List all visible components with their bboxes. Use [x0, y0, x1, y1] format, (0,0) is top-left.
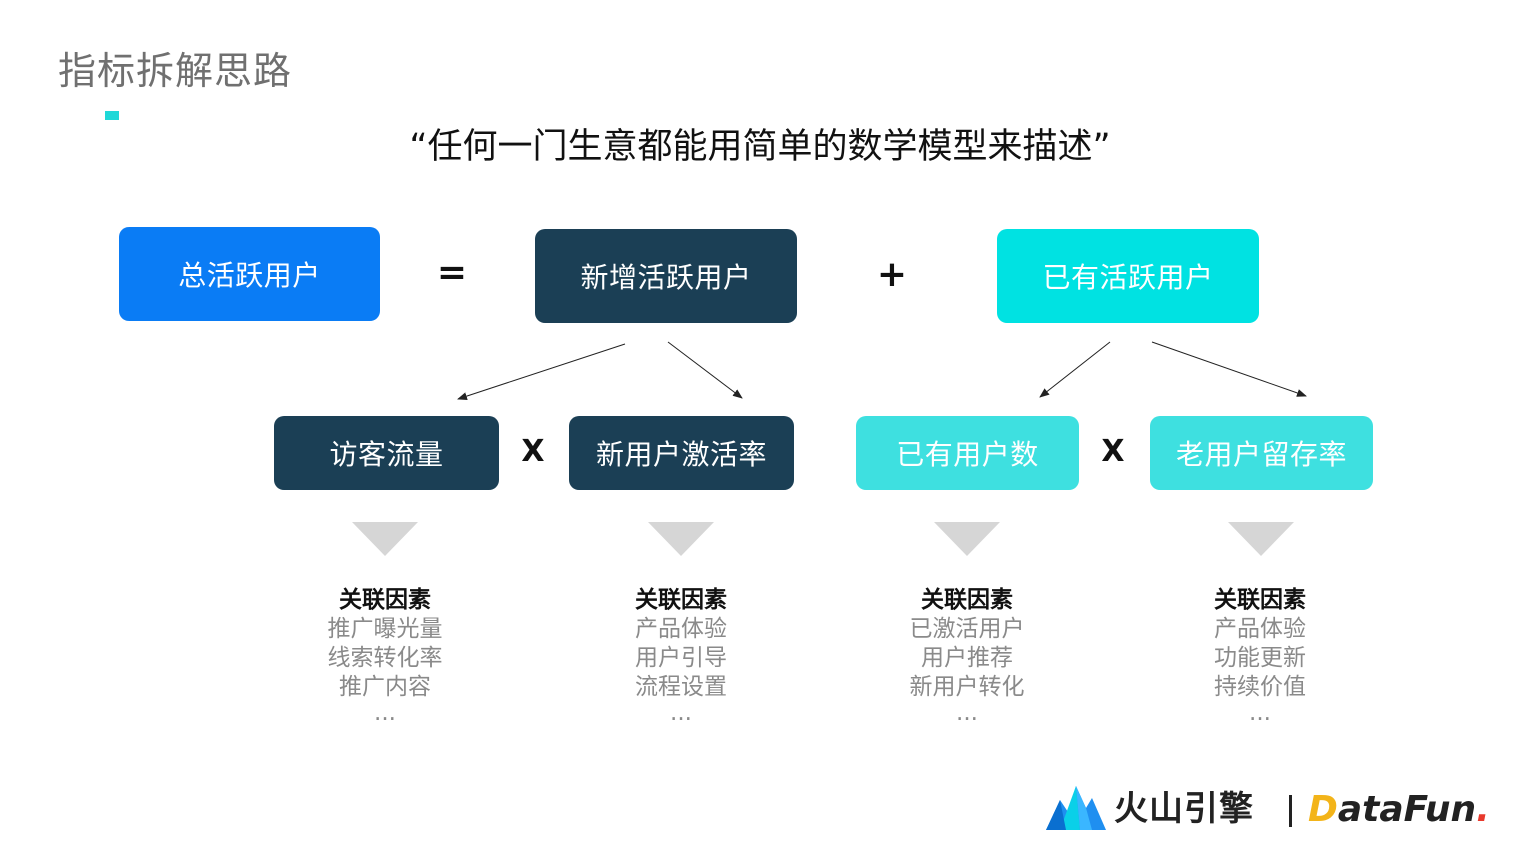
activation-rate-box: 新用户激活率: [569, 416, 794, 490]
activation-rate-label: 新用户激活率: [595, 438, 767, 471]
logo-separator: [1289, 795, 1292, 827]
datafun-logo-dot: .: [1476, 788, 1490, 830]
visitors-label: 访客流量: [329, 438, 444, 471]
factor-more: ...: [1249, 700, 1271, 726]
existing-users-label: 已有用户数: [896, 438, 1039, 471]
factor-item: 推广内容: [339, 674, 431, 700]
existing-users-box: 已有用户数: [856, 416, 1079, 490]
factor-item: 线索转化率: [327, 645, 443, 671]
factor-heading: 关联因素: [921, 587, 1013, 613]
volcano-mountain-icon: [1046, 786, 1106, 830]
factor-more: ...: [374, 700, 396, 726]
down-triangle-icon: [934, 522, 1000, 556]
factor-item: 产品体验: [1214, 616, 1306, 642]
factor-item: 持续价值: [1214, 674, 1306, 700]
equals-sign: =: [436, 252, 468, 293]
total-active-users-label: 总活跃用户: [178, 259, 321, 292]
factor-item: 推广曝光量: [327, 616, 443, 642]
existing-active-users-box: 已有活跃用户: [997, 229, 1259, 323]
factor-item: 用户推荐: [921, 645, 1013, 671]
arrow-to-activation-rate: [667, 341, 743, 399]
factor-list-activation: 关联因素 产品体验 用户引导 流程设置 ...: [581, 586, 781, 726]
factor-item: 已激活用户: [909, 616, 1025, 642]
times-sign-right: X: [1101, 434, 1125, 469]
datafun-logo: DataFun.: [1308, 784, 1490, 834]
plus-sign: +: [876, 254, 908, 295]
retention-rate-label: 老用户留存率: [1175, 438, 1347, 471]
times-sign-left: X: [521, 434, 545, 469]
volcengine-logo: 火山引擎: [1046, 778, 1254, 832]
accent-bar: [105, 111, 119, 120]
arrow-to-existing-users: [1039, 341, 1111, 398]
factor-more: ...: [670, 700, 692, 726]
factor-item: 新用户转化: [909, 674, 1025, 700]
new-active-users-label: 新增活跃用户: [580, 261, 752, 294]
datafun-logo-initial: D: [1308, 788, 1338, 830]
factor-list-retention: 关联因素 产品体验 功能更新 持续价值 ...: [1160, 586, 1360, 726]
total-active-users-box: 总活跃用户: [119, 227, 380, 321]
factor-item: 功能更新: [1214, 645, 1306, 671]
factor-list-existing-users: 关联因素 已激活用户 用户推荐 新用户转化 ...: [867, 586, 1067, 726]
factor-item: 用户引导: [635, 645, 727, 671]
down-triangle-icon: [648, 522, 714, 556]
down-triangle-icon: [352, 522, 418, 556]
datafun-logo-rest: ataFun: [1337, 788, 1477, 830]
arrow-to-visitors: [457, 343, 626, 400]
factor-more: ...: [956, 700, 978, 726]
down-triangle-icon: [1228, 522, 1294, 556]
retention-rate-box: 老用户留存率: [1150, 416, 1373, 490]
arrow-to-retention-rate: [1151, 341, 1307, 397]
page-title: 指标拆解思路: [58, 49, 293, 93]
quote-text: “任何一门生意都能用简单的数学模型来描述”: [409, 127, 1111, 167]
factor-heading: 关联因素: [1214, 587, 1306, 613]
factor-heading: 关联因素: [635, 587, 727, 613]
new-active-users-box: 新增活跃用户: [535, 229, 797, 323]
factor-list-visitors: 关联因素 推广曝光量 线索转化率 推广内容 ...: [285, 586, 485, 726]
volcengine-logo-text: 火山引擎: [1114, 788, 1254, 829]
factor-heading: 关联因素: [339, 587, 431, 613]
factor-item: 产品体验: [635, 616, 727, 642]
visitors-box: 访客流量: [274, 416, 499, 490]
factor-item: 流程设置: [635, 674, 727, 700]
existing-active-users-label: 已有活跃用户: [1042, 261, 1214, 294]
datafun-logo-text: DataFun: [1308, 789, 1476, 830]
